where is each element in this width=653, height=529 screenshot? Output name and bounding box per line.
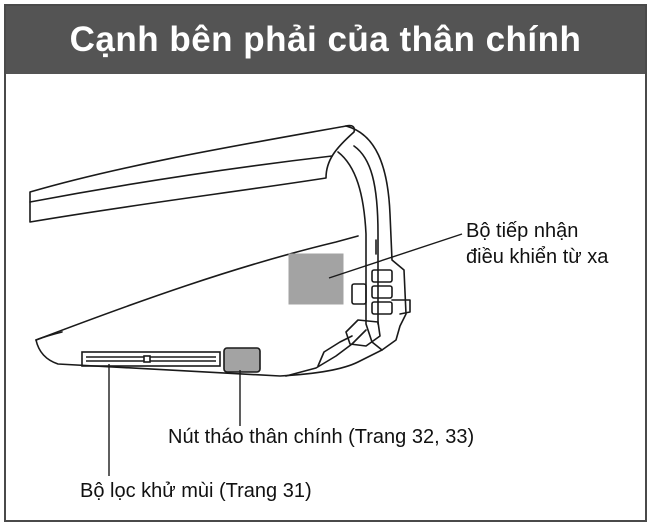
figure-frame: Cạnh bên phải của thân chính [4, 4, 647, 522]
right-housing-outline [337, 125, 407, 351]
side-connector [351, 283, 367, 305]
bottom-step [317, 335, 353, 367]
front-face-outline [35, 235, 359, 341]
side-button-1 [371, 269, 393, 283]
callout-remote-receiver-line2: điều khiển từ xa [466, 246, 609, 268]
callout-remote-receiver: Bộ tiếp nhận điều khiển từ xa [466, 218, 608, 270]
top-cover-outline [29, 124, 356, 223]
side-latch [345, 319, 381, 347]
side-button-2 [371, 285, 393, 299]
device-side-illustration [29, 124, 463, 476]
deodorizing-filter [81, 351, 221, 367]
callout-release-button: Nút tháo thân chính (Trang 32, 33) [168, 426, 475, 448]
bottom-contour [285, 329, 367, 377]
side-notch [391, 299, 411, 315]
front-face-lip [35, 331, 63, 341]
remote-receiver-window [288, 253, 344, 305]
callout-deodorizing-filter: Bộ lọc khử mùi (Trang 31) [80, 480, 312, 502]
page-header: Cạnh bên phải của thân chính [6, 6, 645, 74]
top-cover-edge [29, 155, 333, 203]
callout-remote-receiver-line1: Bộ tiếp nhận [466, 220, 579, 242]
leader-remote-receiver [328, 233, 463, 279]
page-title: Cạnh bên phải của thân chính [69, 20, 582, 59]
release-button-shape [223, 347, 261, 373]
front-face-underside [35, 339, 383, 377]
right-housing-inner [353, 145, 379, 325]
side-button-3 [371, 301, 393, 315]
